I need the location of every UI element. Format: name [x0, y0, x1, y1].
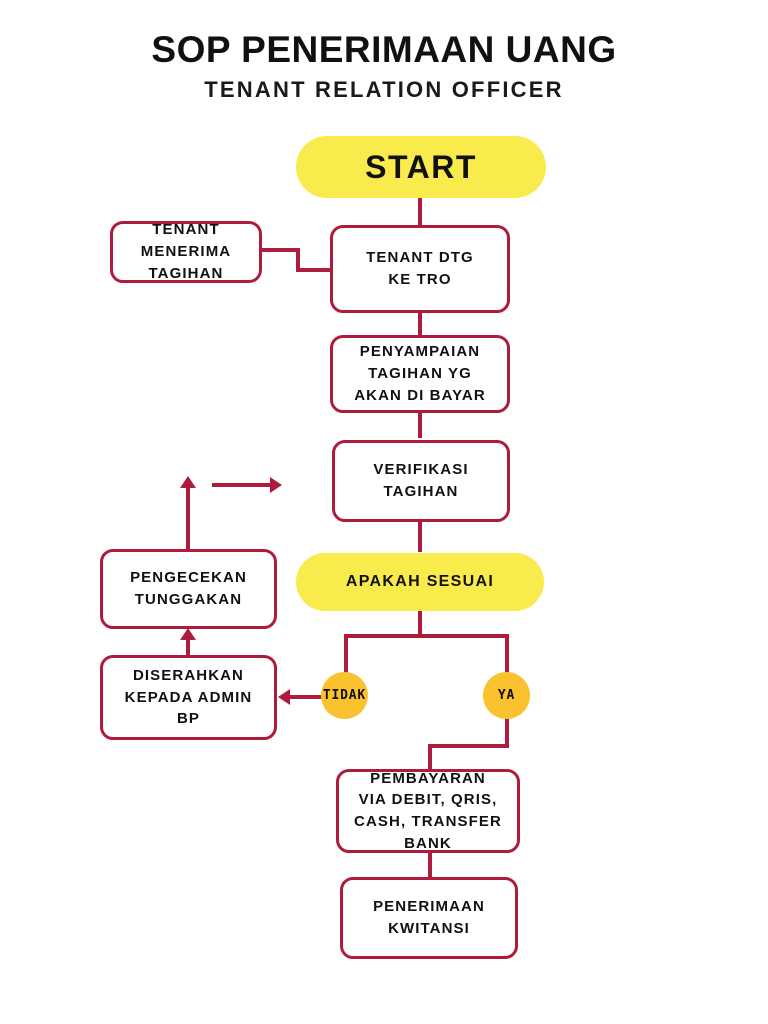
- node-start-label: START: [365, 148, 477, 185]
- node-diserahkan-kepada-admin-bp-label: DISERAHKAN KEPADA ADMIN BP: [124, 666, 253, 728]
- node-pengecekan-tunggakan-label: PENGECEKAN TUNGGAKAN: [130, 569, 247, 608]
- connector-menerima-step-lower: [296, 268, 334, 272]
- node-tenant-dtg-ke-tro-label: TENANT DTG KE TRO: [366, 249, 474, 288]
- arrowhead-pengecekan-loop-up: [180, 476, 196, 488]
- node-verifikasi-tagihan[interactable]: VERIFIKASI TAGIHAN: [332, 440, 510, 522]
- badge-tidak-label: TIDAK: [322, 688, 367, 703]
- arrowhead-loop-to-verifikasi: [270, 477, 282, 493]
- connector-verifikasi-to-apakah: [418, 520, 422, 552]
- page-title: SOP PENERIMAAN UANG: [151, 29, 617, 70]
- page-subtitle: TENANT RELATION OFFICER: [204, 76, 564, 102]
- connector-ya-left: [428, 744, 509, 748]
- node-pembayaran[interactable]: PEMBAYARAN VIA DEBIT, QRIS, CASH, TRANSF…: [336, 769, 520, 853]
- connector-branch-to-tidak: [344, 634, 348, 676]
- node-tenant-menerima-tagihan-label: TENANT MENERIMA TAGIHAN: [140, 221, 232, 282]
- connector-start-to-tenant-dtg: [418, 195, 422, 227]
- node-verifikasi-tagihan-label: VERIFIKASI TAGIHAN: [373, 461, 469, 500]
- badge-tidak[interactable]: TIDAK: [321, 672, 368, 719]
- connector-pengecekan-loop-up: [186, 486, 190, 552]
- connector-tidak-to-diserahkan: [288, 695, 330, 699]
- connector-pembayaran-to-kwitansi: [428, 851, 432, 879]
- node-apakah-sesuai-label: APAKAH SESUAI: [345, 573, 495, 590]
- connector-ya-down: [505, 718, 509, 748]
- node-start[interactable]: START: [296, 136, 546, 198]
- connector-branch-to-ya: [505, 634, 509, 676]
- node-pembayaran-label: PEMBAYARAN VIA DEBIT, QRIS, CASH, TRANSF…: [354, 769, 502, 852]
- arrowhead-tidak-to-diserahkan: [278, 689, 290, 705]
- connector-diserahkan-to-pengecekan: [186, 638, 190, 658]
- connector-branch-bar: [344, 634, 509, 638]
- badge-ya-label: YA: [497, 688, 516, 703]
- node-diserahkan-kepada-admin-bp[interactable]: DISERAHKAN KEPADA ADMIN BP: [100, 655, 277, 740]
- connector-loop-to-verifikasi: [212, 483, 272, 487]
- page-header: SOP PENERIMAAN UANG TENANT RELATION OFFI…: [0, 29, 768, 102]
- node-penerimaan-kwitansi-label: PENERIMAAN KWITANSI: [373, 898, 485, 937]
- node-penyampaian-tagihan[interactable]: PENYAMPAIAN TAGIHAN YG AKAN DI BAYAR: [330, 335, 510, 413]
- connector-ya-into-pembayaran: [428, 744, 432, 771]
- node-tenant-menerima-tagihan[interactable]: TENANT MENERIMA TAGIHAN: [110, 221, 262, 283]
- node-penyampaian-tagihan-label: PENYAMPAIAN TAGIHAN YG AKAN DI BAYAR: [354, 343, 486, 404]
- node-pengecekan-tunggakan[interactable]: PENGECEKAN TUNGGAKAN: [100, 549, 277, 629]
- connector-tenant-dtg-to-penyampaian: [418, 311, 422, 337]
- connector-penyampaian-to-verifikasi: [418, 411, 422, 438]
- node-tenant-dtg-ke-tro[interactable]: TENANT DTG KE TRO: [330, 225, 510, 313]
- connector-apakah-stem: [418, 610, 422, 637]
- connector-menerima-step-upper: [260, 248, 300, 252]
- node-penerimaan-kwitansi[interactable]: PENERIMAAN KWITANSI: [340, 877, 518, 959]
- connector-menerima-step-vertical: [296, 248, 300, 272]
- arrowhead-diserahkan-to-pengecekan: [180, 628, 196, 640]
- node-apakah-sesuai[interactable]: APAKAH SESUAI: [296, 553, 544, 611]
- badge-ya[interactable]: YA: [483, 672, 530, 719]
